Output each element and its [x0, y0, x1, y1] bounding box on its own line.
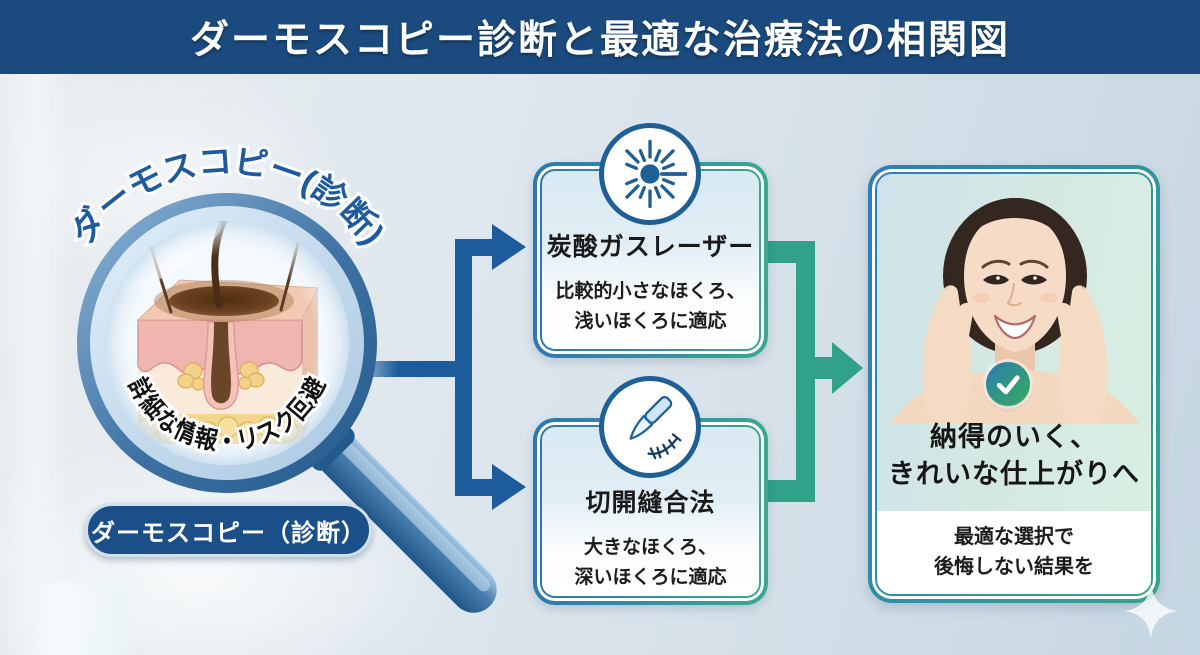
arrow-teal-arm	[813, 357, 834, 379]
laser-icon	[599, 123, 701, 225]
arrow-teal-head	[832, 342, 863, 394]
header-bar: ダーモスコピー診断と最適な治療法の相関図	[0, 0, 1200, 74]
result-box: 納得のいく、 きれいな仕上がりへ 最適な選択で 後悔しない結果を	[868, 165, 1160, 603]
result-desc-line1: 最適な選択で	[954, 526, 1074, 548]
treatment-surgery-title: 切開縫合法	[585, 489, 716, 517]
magnifier-illustration: 詳細な情報・リスク回避 ダーモスコピー(診断)	[60, 139, 497, 613]
treatment-laser-desc-line1: 比較的小さなほくろ、	[555, 281, 746, 302]
result-title-line2: きれいな仕上がりへ	[888, 459, 1140, 489]
treatment-surgery-desc-line2: 深いほくろに適応	[574, 567, 727, 588]
result-photo-area: 納得のいく、 きれいな仕上がりへ	[877, 174, 1151, 511]
treatment-surgery-desc-line1: 大きなほくろ、	[583, 537, 717, 558]
result-desc-line2: 後悔しない結果を	[934, 556, 1094, 578]
treatment-laser-desc-line2: 浅いほくろに適応	[574, 311, 727, 332]
result-desc: 最適な選択で 後悔しない結果を	[877, 511, 1151, 594]
treatment-box-laser: 炭酸ガスレーザー 比較的小さなほくろ、 浅いほくろに適応	[533, 162, 768, 358]
scalpel-icon-glyph	[629, 395, 682, 460]
check-icon	[986, 362, 1030, 406]
arrow-teal-bottom	[764, 480, 815, 502]
background-band	[0, 0, 70, 581]
result-title-line1: 納得のいく、	[930, 422, 1098, 452]
arrow-blue-stem	[366, 361, 472, 377]
treatment-laser-desc: 比較的小さなほくろ、 浅いほくろに適応	[542, 277, 759, 337]
arrow-teal-merge	[796, 241, 815, 502]
scalpel-icon	[599, 376, 701, 478]
arrow-blue-arm-top	[455, 239, 493, 256]
check-icon-glyph	[996, 375, 1020, 395]
patient-illustration	[891, 198, 1139, 424]
treatment-surgery-desc: 大きなほくろ、 深いほくろに適応	[542, 533, 759, 593]
background-window-band	[0, 581, 130, 655]
diagnosis-label-text: ダーモスコピー（診断）	[91, 519, 366, 547]
sparkle-icon	[1124, 584, 1178, 638]
arrow-blue-head-top	[492, 224, 526, 270]
page-title: ダーモスコピー診断と最適な治療法の相関図	[189, 19, 1010, 62]
treatment-laser-title: 炭酸ガスレーザー	[546, 233, 755, 261]
result-title: 納得のいく、 きれいな仕上がりへ	[877, 419, 1151, 493]
laser-icon-glyph	[625, 139, 687, 209]
patient-photo	[877, 174, 1151, 424]
diagnosis-label-pill: ダーモスコピー（診断）	[85, 503, 372, 557]
arrow-blue-head-bottom	[492, 464, 526, 510]
arrow-blue-arm-bottom	[455, 479, 493, 496]
